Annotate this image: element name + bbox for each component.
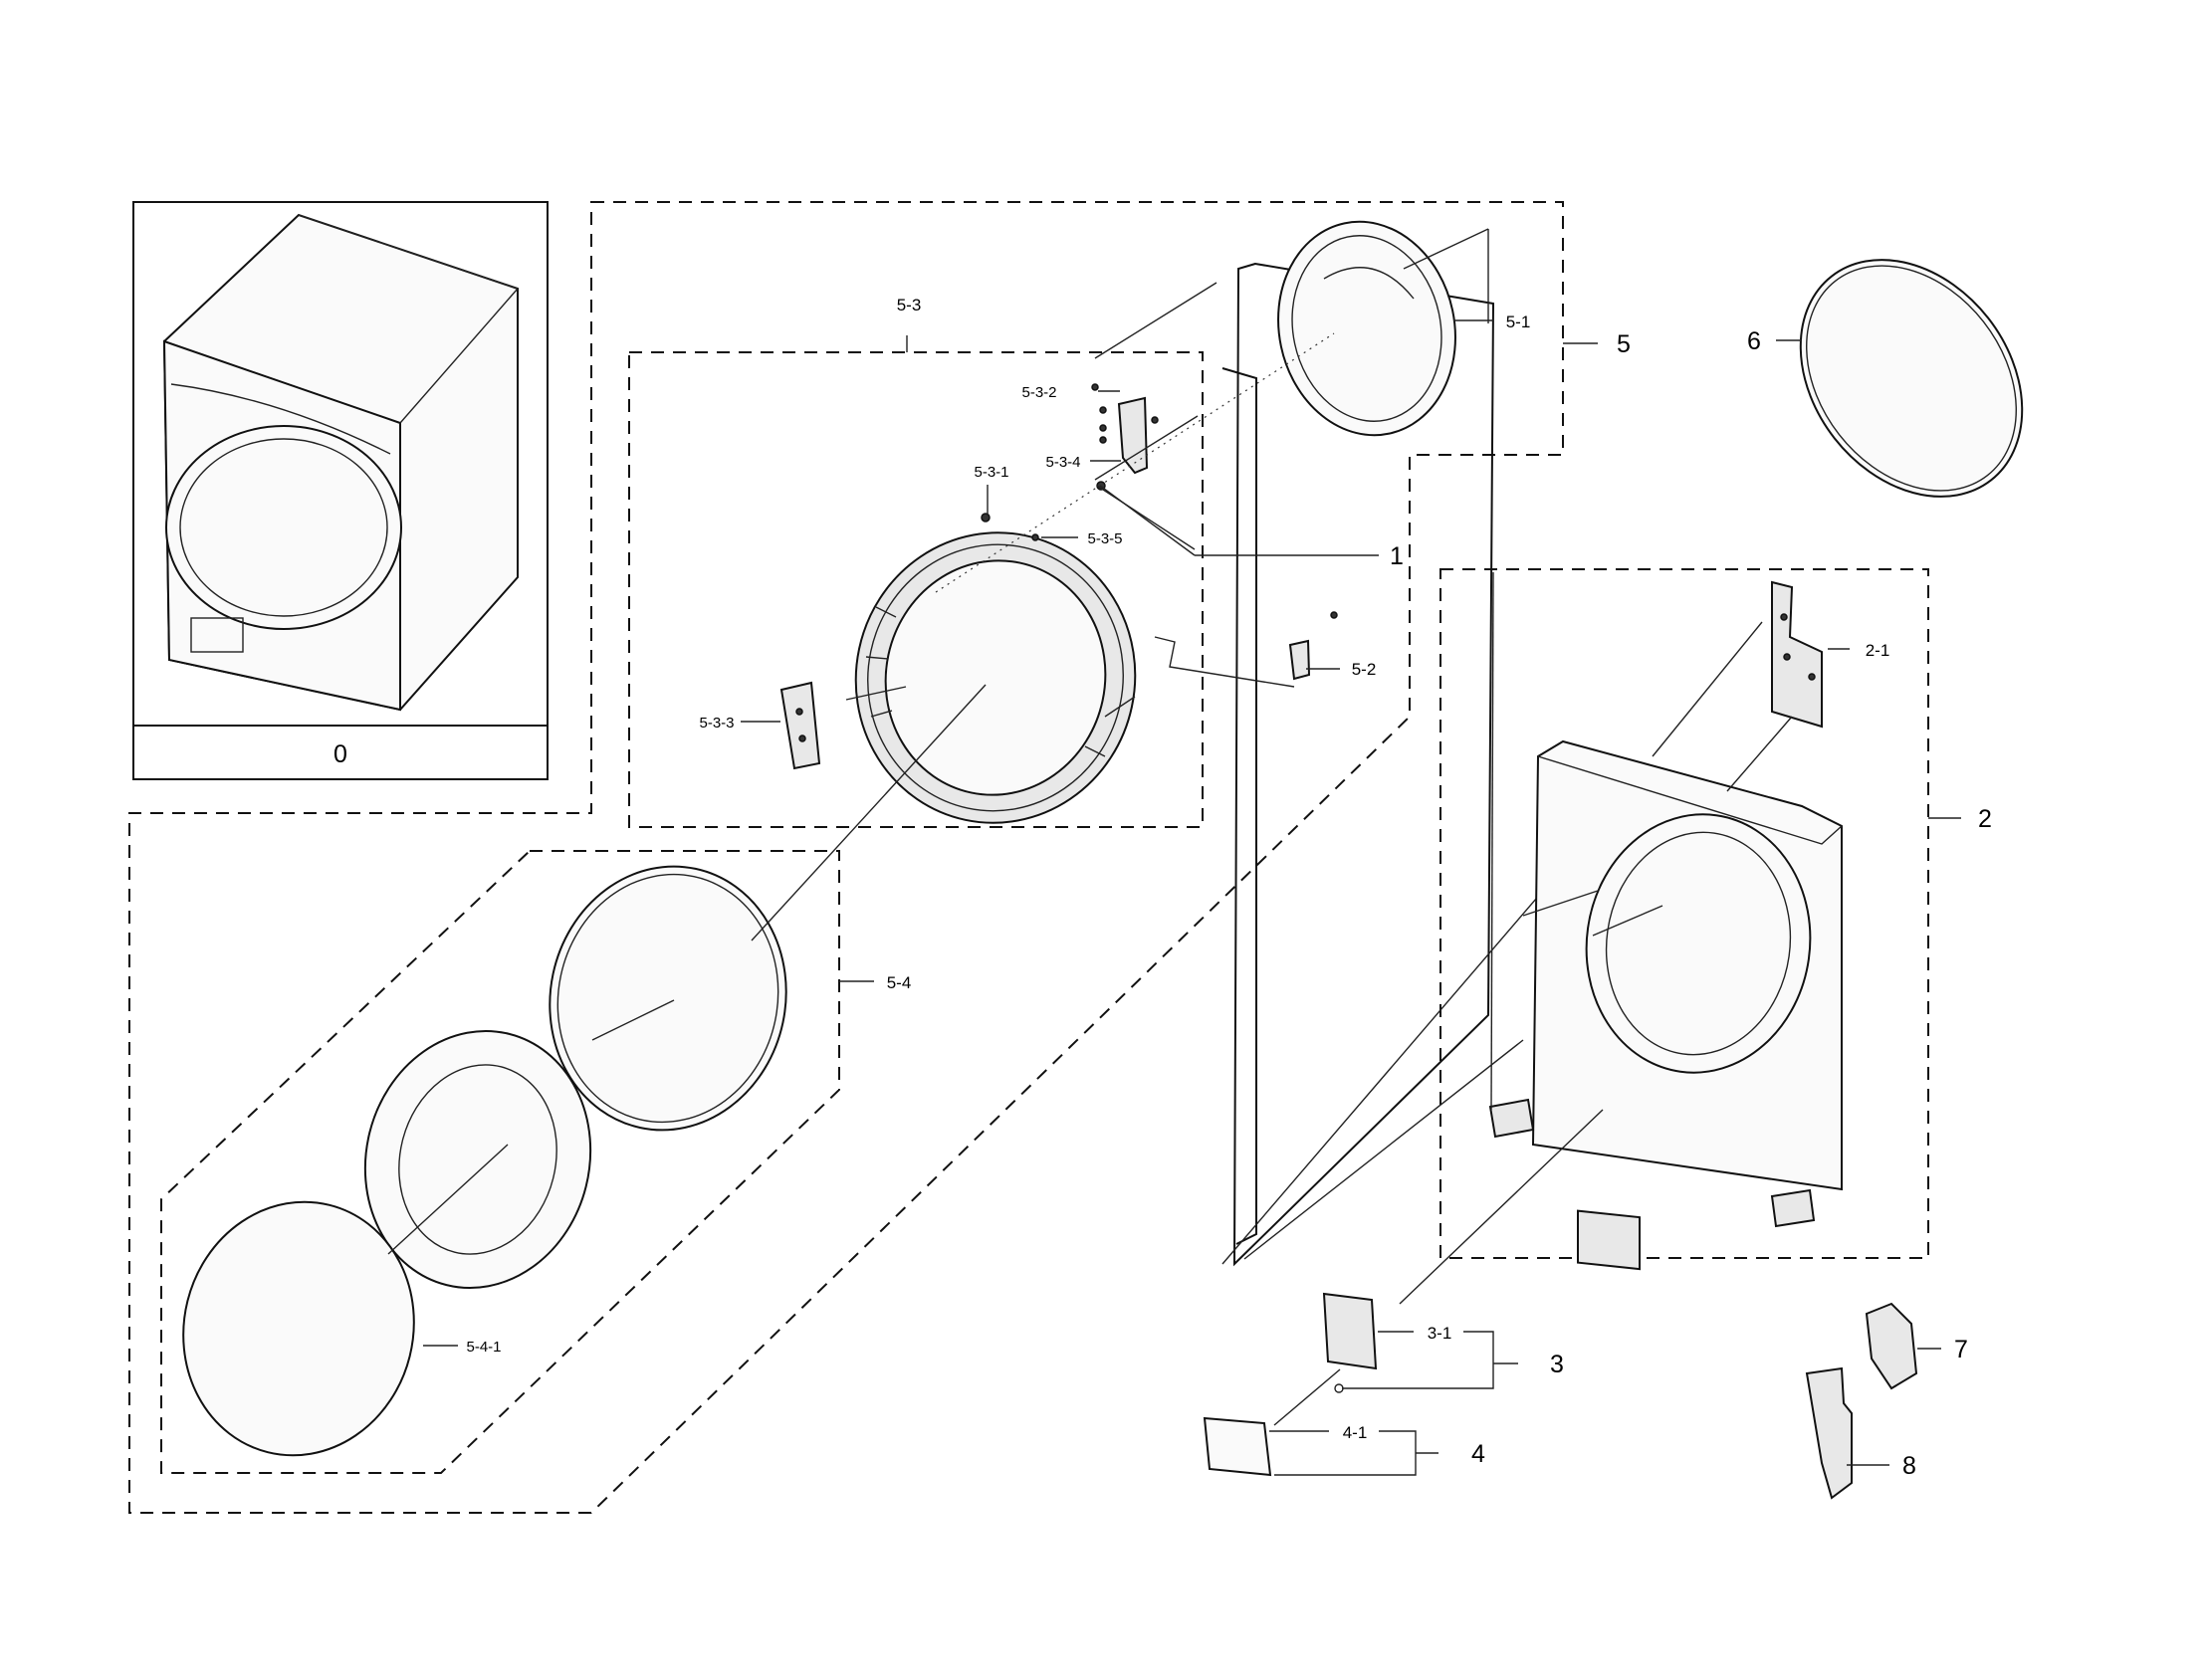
callout-5-3: 5-3 <box>897 296 922 314</box>
part-5-4-1-glass <box>182 1200 415 1457</box>
callout-5-3-3: 5-3-3 <box>699 715 734 732</box>
part-6-ring-seal <box>1799 259 2024 498</box>
callout-2-1: 2-1 <box>1866 641 1890 660</box>
leader-lines <box>423 319 1961 1476</box>
part-2-1-bracket <box>1771 580 1823 729</box>
part-7-bracket <box>1865 1302 1918 1390</box>
part-8-bracket <box>1805 1366 1853 1500</box>
part-5-3-door-ring <box>854 531 1137 824</box>
callout-7: 7 <box>1954 1336 1968 1363</box>
part-5-3-4-hinge <box>1091 383 1159 491</box>
part-5-3-3-latch <box>779 681 821 770</box>
callout-1: 1 <box>1390 542 1404 570</box>
callout-4: 4 <box>1471 1440 1485 1468</box>
callout-6: 6 <box>1747 327 1761 355</box>
door-frame-outline <box>1221 262 1574 1267</box>
part-2-front-panel <box>1488 739 1843 1271</box>
callout-3-1: 3-1 <box>1428 1324 1452 1343</box>
callout-4-1: 4-1 <box>1343 1423 1368 1442</box>
callout-8: 8 <box>1902 1452 1916 1480</box>
group-5-outline <box>128 201 1564 1514</box>
callout-5-4-1: 5-4-1 <box>466 1339 501 1356</box>
callout-5-3-5: 5-3-5 <box>1087 530 1122 547</box>
callout-3: 3 <box>1550 1351 1564 1378</box>
part-4-1-cover <box>1203 1416 1272 1477</box>
part-5-2-bracket <box>1154 611 1338 688</box>
callout-2: 2 <box>1978 805 1992 833</box>
callout-5: 5 <box>1617 330 1631 358</box>
group-5-3-outline <box>628 351 1204 828</box>
callout-5-3-1: 5-3-1 <box>974 464 1008 481</box>
assembly-lines <box>387 282 1793 1426</box>
group-5-4-outline <box>160 850 840 1474</box>
group-2-outline <box>1439 568 1929 1259</box>
part-3-1-housing <box>1322 1292 1378 1393</box>
callout-5-2: 5-2 <box>1352 660 1377 679</box>
callout-5-3-2: 5-3-2 <box>1021 384 1056 401</box>
screw-5-3-5 <box>1031 533 1039 541</box>
callout-5-1: 5-1 <box>1506 313 1531 331</box>
callout-0: 0 <box>333 740 347 768</box>
screw-5-3-1 <box>981 513 991 523</box>
inset-appliance-view <box>132 201 549 780</box>
part-5-1-gasket <box>1277 220 1489 437</box>
part-5-4-door-rings <box>363 865 787 1290</box>
callout-5-3-4: 5-3-4 <box>1045 454 1080 471</box>
callout-5-4: 5-4 <box>887 973 912 992</box>
